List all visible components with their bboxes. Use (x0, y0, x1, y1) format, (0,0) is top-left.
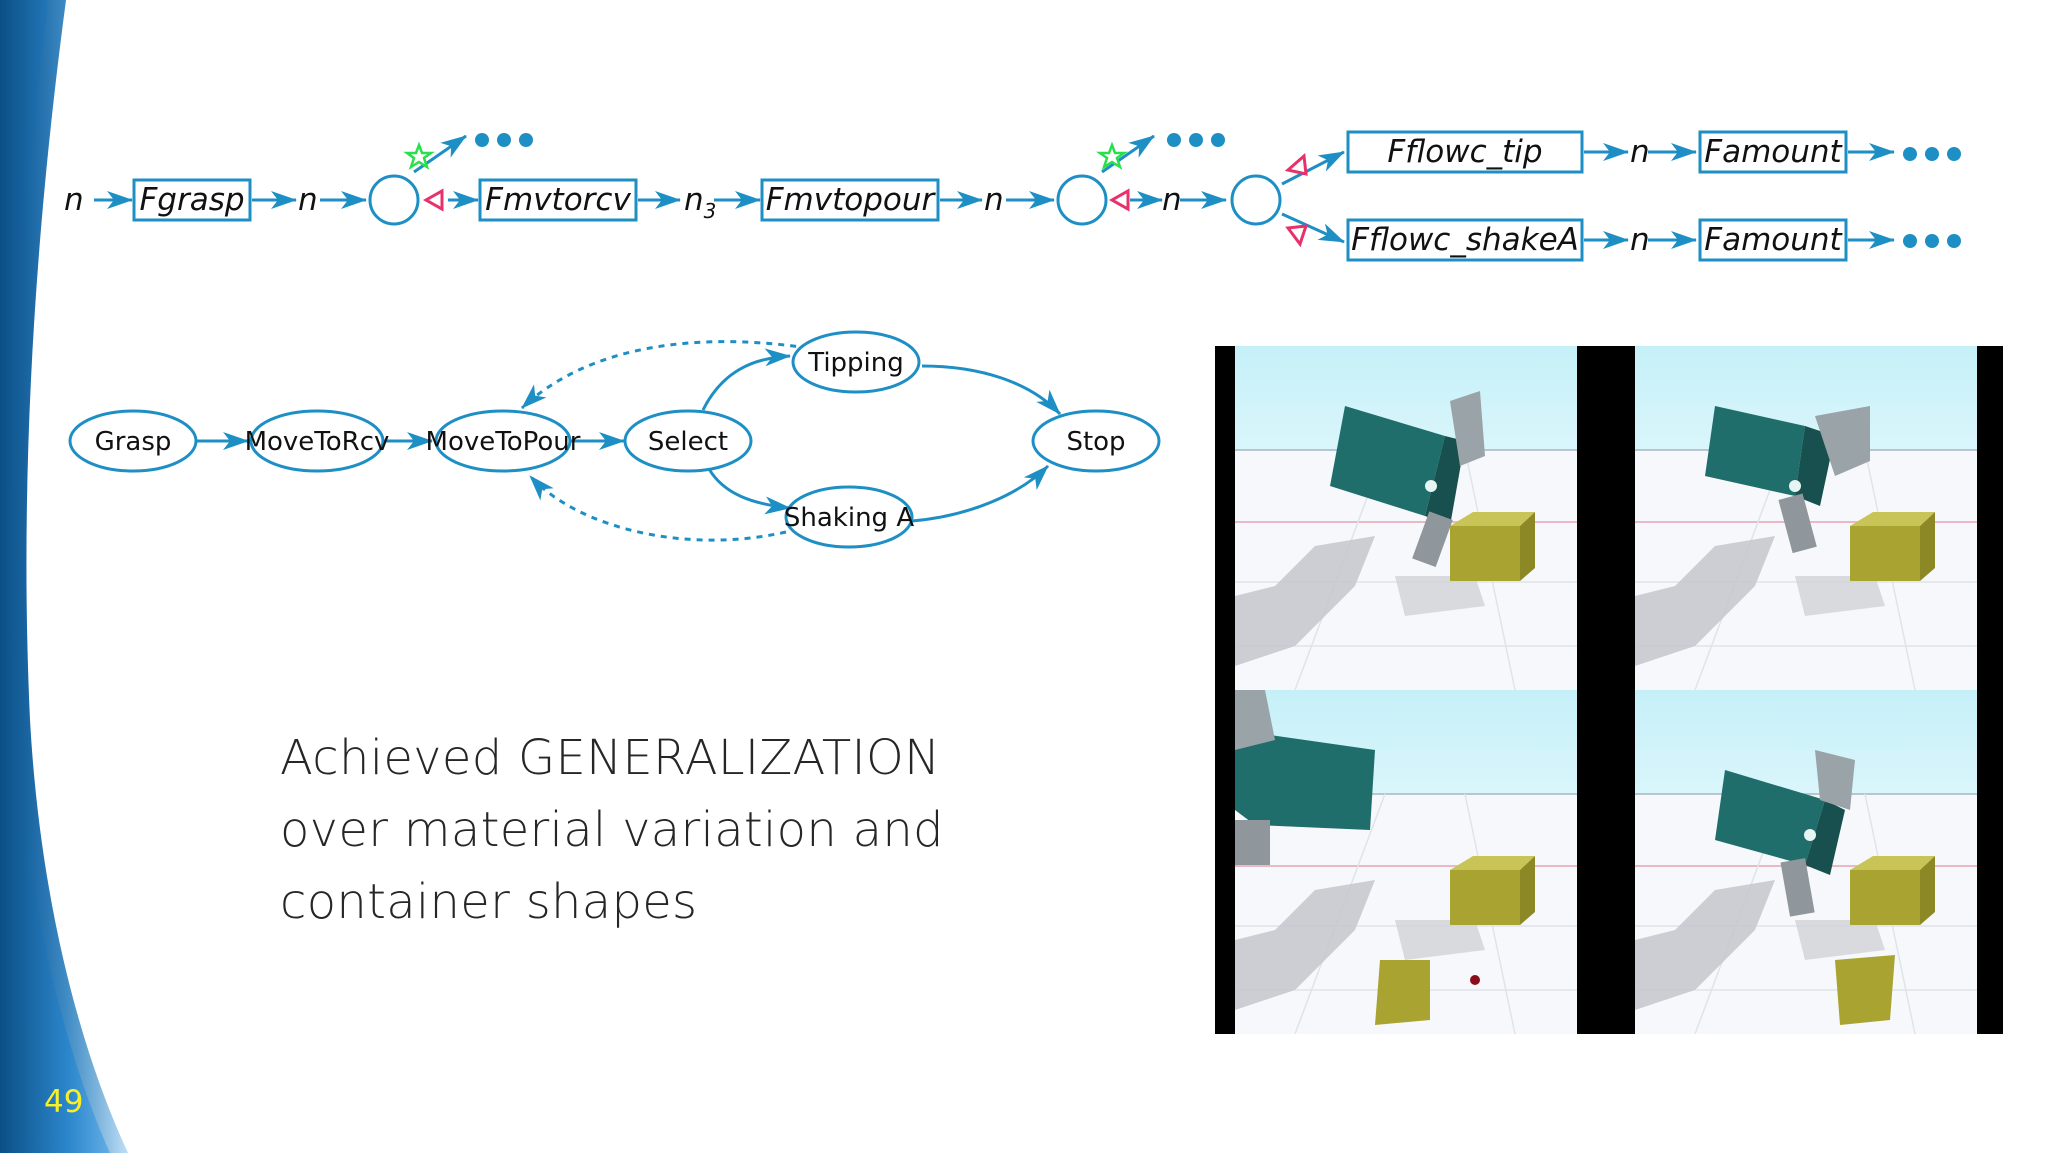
slide-number: 49 (44, 1084, 84, 1120)
ellipsis-dots-icon (1903, 234, 1961, 248)
state-node-tipping: Tipping (791, 330, 921, 394)
box-fflowc-shakeA: Fflowc_shakeA (1346, 218, 1584, 262)
ellipsis-dots-icon (475, 133, 533, 147)
svg-text:Fgrasp: Fgrasp (139, 182, 244, 218)
svg-text:Famount: Famount (1704, 222, 1843, 258)
side-band-decoration (0, 0, 128, 1153)
svg-text:Shaking A: Shaking A (784, 503, 914, 533)
svg-text:Tipping: Tipping (807, 348, 904, 378)
body-line: container shapes (280, 874, 698, 930)
box-fflowc-tip: Fflowc_tip (1346, 130, 1584, 174)
svg-text:Select: Select (648, 427, 728, 457)
state-node-shaking-a: Shaking A (784, 485, 914, 549)
state-node-grasp: Grasp (68, 409, 198, 473)
petri-net-flow (94, 134, 1895, 249)
ellipsis-dots-icon (1167, 133, 1225, 147)
n-label: n (1630, 134, 1650, 170)
n-label: n (1162, 182, 1182, 218)
n3-subscript: 3 (704, 199, 717, 223)
svg-text:Fflowc_tip: Fflowc_tip (1387, 134, 1542, 170)
simulation-image (1215, 346, 2003, 1034)
body-line: Achieved GENERALIZATION (280, 730, 941, 786)
n-label: n (1630, 222, 1650, 258)
svg-text:MoveToPour: MoveToPour (426, 427, 581, 457)
triangle-icon (1108, 188, 1130, 212)
n-label: n (984, 182, 1004, 218)
box-fmvtorcv: Fmvtorcv (478, 178, 638, 222)
triangle-icon (1284, 152, 1308, 176)
state-node-move-to-rcv: MoveToRcv (245, 409, 390, 473)
place-circle (1230, 174, 1282, 226)
svg-text:Fflowc_shakeA: Fflowc_shakeA (1351, 222, 1579, 258)
place-circle (1056, 174, 1108, 226)
body-text: Achieved GENERALIZATION over material va… (280, 722, 980, 938)
svg-text:Fmvtopour: Fmvtopour (766, 182, 937, 218)
star-icon (403, 141, 435, 170)
state-node-stop: Stop (1031, 409, 1161, 473)
svg-text:Famount: Famount (1704, 134, 1843, 170)
simulation-frame (1634, 346, 1978, 691)
n3-label: n3 (684, 182, 716, 223)
ellipsis-dots-icon (1903, 147, 1961, 161)
svg-text:Stop: Stop (1066, 427, 1125, 457)
svg-text:Grasp: Grasp (95, 427, 172, 457)
n-label: n (298, 182, 318, 218)
state-node-move-to-pour: MoveToPour (426, 409, 581, 473)
place-circle (368, 174, 420, 226)
state-diagram-edges (196, 340, 1062, 542)
svg-text:Fmvtorcv: Fmvtorcv (485, 182, 631, 218)
state-node-select: Select (623, 409, 753, 473)
simulation-frames (1234, 346, 1978, 1034)
star-icon (1096, 141, 1128, 170)
n-label: n (64, 182, 84, 218)
simulation-frame (1234, 346, 1578, 691)
box-famount: Famount (1698, 218, 1848, 262)
box-famount: Famount (1698, 130, 1848, 174)
svg-text:MoveToRcv: MoveToRcv (245, 427, 390, 457)
simulation-frame (1634, 689, 1978, 1034)
box-fmvtopour: Fmvtopour (760, 178, 940, 222)
simulation-frame (1234, 689, 1578, 1034)
triangle-icon (1285, 224, 1309, 248)
body-line: over material variation and (280, 802, 944, 858)
triangle-icon (422, 188, 444, 212)
box-fgrasp: Fgrasp (132, 178, 252, 222)
